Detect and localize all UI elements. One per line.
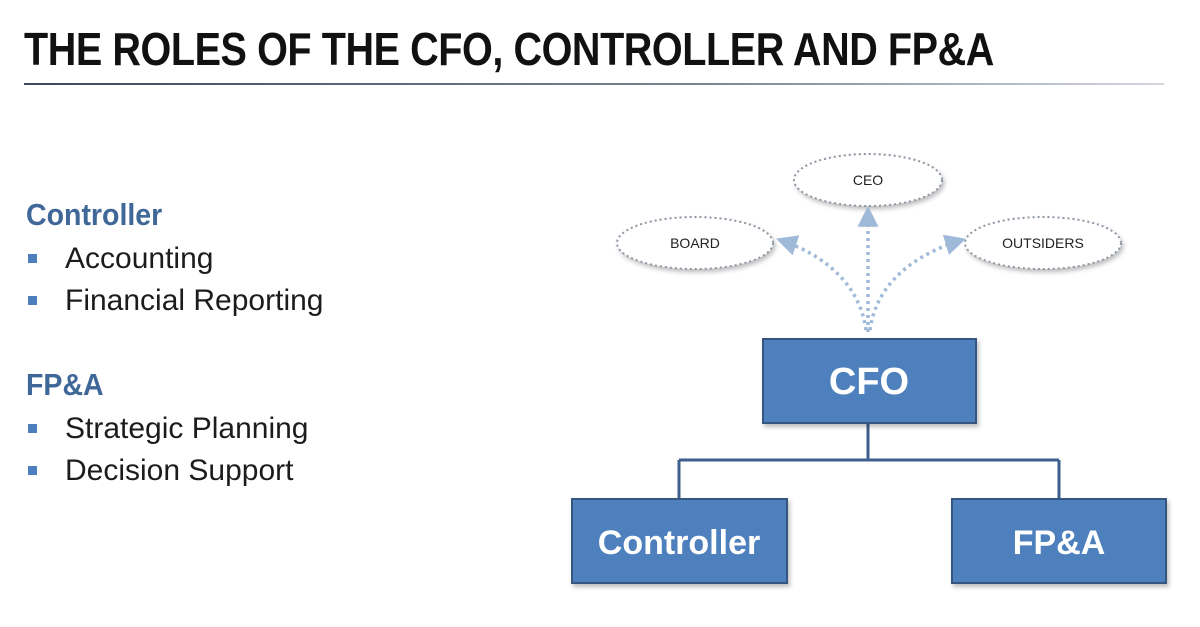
title-divider — [24, 83, 1164, 85]
board-oval: BOARD — [616, 216, 774, 270]
fpa-box-label: FP&A — [1013, 524, 1106, 562]
list-item-label: Accounting — [65, 242, 214, 275]
list-item: Strategic Planning — [26, 408, 309, 450]
controller-heading: Controller — [26, 197, 163, 232]
controller-list: Accounting Financial Reporting — [26, 238, 323, 322]
arrow-to-board — [776, 235, 868, 331]
list-item: Decision Support — [26, 450, 309, 492]
fpa-box: FP&A — [951, 498, 1167, 584]
list-item-label: Decision Support — [65, 454, 294, 487]
board-label: BOARD — [670, 235, 720, 251]
bullet-square-icon — [28, 254, 37, 263]
outsiders-label: OUTSIDERS — [1002, 235, 1084, 251]
page-title: THE ROLES OF THE CFO, CONTROLLER AND FP&… — [24, 23, 994, 75]
list-item: Financial Reporting — [26, 280, 323, 322]
cfo-box: CFO — [762, 338, 977, 424]
fpa-heading: FP&A — [26, 367, 104, 402]
list-item-label: Financial Reporting — [65, 284, 324, 317]
controller-box: Controller — [571, 498, 788, 584]
ceo-label: CEO — [853, 172, 883, 188]
cfo-label: CFO — [829, 361, 909, 403]
controller-section: Controller Accounting Financial Reportin… — [26, 198, 323, 322]
outsiders-oval: OUTSIDERS — [964, 216, 1122, 270]
ceo-oval: CEO — [793, 153, 943, 207]
fpa-list: Strategic Planning Decision Support — [26, 408, 309, 492]
controller-box-label: Controller — [598, 524, 760, 562]
bullet-square-icon — [28, 466, 37, 475]
bullet-square-icon — [28, 424, 37, 433]
fpa-section: FP&A Strategic Planning Decision Support — [26, 368, 309, 492]
list-item: Accounting — [26, 238, 323, 280]
org-connectors — [677, 423, 1061, 500]
bullet-square-icon — [28, 296, 37, 305]
arrow-to-outsiders — [868, 234, 967, 331]
list-item-label: Strategic Planning — [65, 412, 309, 445]
